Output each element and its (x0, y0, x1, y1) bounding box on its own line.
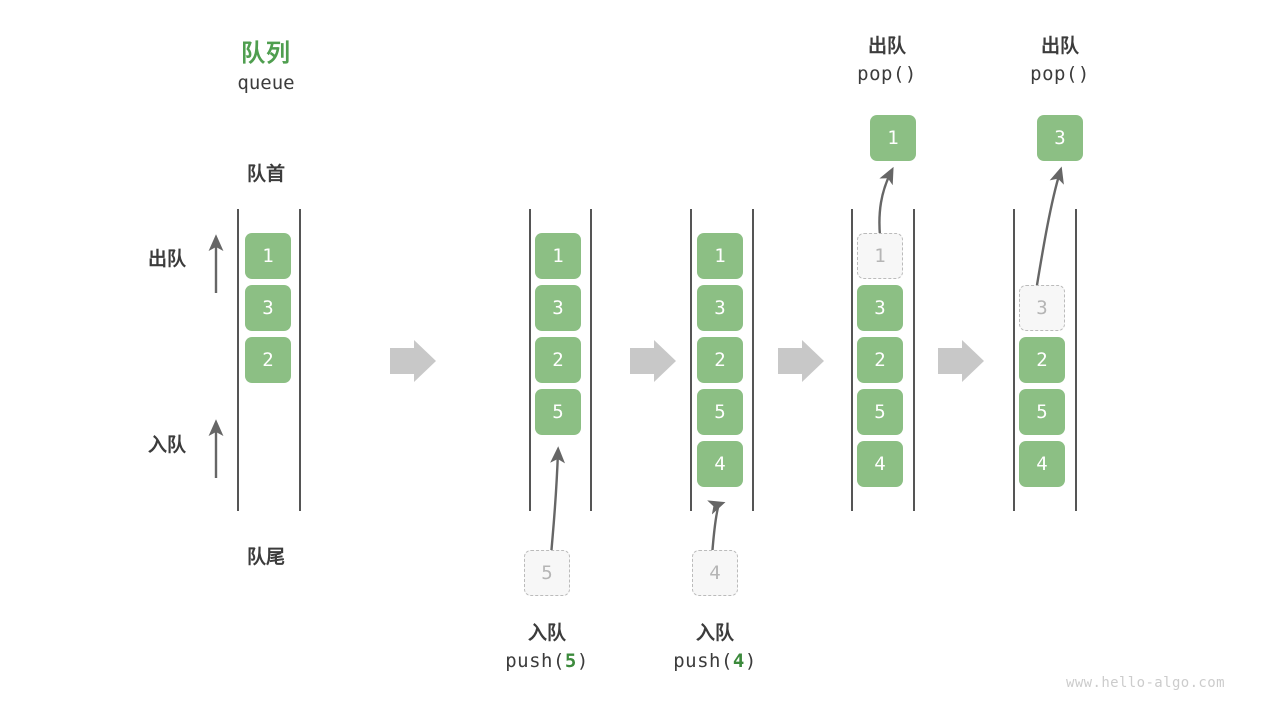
pop-1-caption-cn: 出队 (867, 36, 906, 57)
push-5-arrow (549, 446, 566, 557)
push-5-code-value: 5 (564, 649, 577, 672)
queue-cell: 5 (535, 389, 581, 435)
column-after-pop-1-rail-right (913, 209, 915, 511)
queue-cell: 4 (1019, 441, 1065, 487)
column-after-push-5-rail-left (529, 209, 531, 511)
push-4-caption: 入队 push(4) (635, 620, 795, 675)
queue-cell: 1 (245, 233, 291, 279)
push-5-caption-code: push(5) (467, 648, 627, 676)
queue-cell-removed: 3 (1019, 285, 1065, 331)
push-5-incoming-cell: 5 (524, 550, 570, 596)
dequeue-side-label: 出队 (148, 249, 187, 270)
queue-cell: 2 (697, 337, 743, 383)
queue-cell: 1 (697, 233, 743, 279)
step-arrow-1 (390, 340, 436, 382)
pop-3-caption-cn: 出队 (1040, 36, 1079, 57)
step-arrow-3 (778, 340, 824, 382)
page-title: 队列 (241, 40, 291, 67)
queue-cell: 5 (697, 389, 743, 435)
push-4-incoming-cell: 4 (692, 550, 738, 596)
pop-3-caption-code: pop() (1030, 62, 1090, 85)
queue-rear-label: 队尾 (246, 547, 285, 568)
queue-cell: 5 (857, 389, 903, 435)
column-after-push-4-rail-right (752, 209, 754, 511)
column-after-pop-3-rail-left (1013, 209, 1015, 511)
queue-cell: 2 (535, 337, 581, 383)
pop-1-caption-code: pop() (857, 62, 917, 85)
push-4-caption-code: push(4) (635, 648, 795, 676)
queue-cell: 3 (857, 285, 903, 331)
pop-3-caption: 出队 pop() (985, 33, 1135, 88)
watermark: www.hello-algo.com (1066, 675, 1225, 691)
queue-front-label: 队首 (246, 164, 285, 185)
pop-1-arrow (878, 166, 894, 237)
push-5-caption-cn: 入队 (527, 623, 566, 644)
column-after-push-4-rail-left (690, 209, 692, 511)
queue-cell: 3 (245, 285, 291, 331)
column-initial-rail-right (299, 209, 301, 511)
queue-cell: 3 (535, 285, 581, 331)
push-4-code-prefix: push( (673, 649, 733, 672)
pop-3-result-cell: 3 (1037, 115, 1083, 161)
queue-cell: 2 (1019, 337, 1065, 383)
queue-cell-removed: 1 (857, 233, 903, 279)
page-subtitle: queue (237, 72, 295, 94)
step-arrow-4 (938, 340, 984, 382)
push-5-caption: 入队 push(5) (467, 620, 627, 675)
column-initial-rail-left (237, 209, 239, 511)
pop-1-caption: 出队 pop() (812, 33, 962, 88)
queue-cell: 4 (697, 441, 743, 487)
push-5-code-prefix: push( (505, 649, 565, 672)
push-4-caption-cn: 入队 (695, 623, 734, 644)
pop-1-result-cell: 1 (870, 115, 916, 161)
column-after-push-5-rail-right (590, 209, 592, 511)
queue-cell: 2 (245, 337, 291, 383)
enqueue-side-label: 入队 (148, 435, 187, 456)
queue-cell: 3 (697, 285, 743, 331)
push-5-code-suffix: ) (576, 649, 589, 672)
column-after-pop-1-rail-left (851, 209, 853, 511)
queue-cell: 1 (535, 233, 581, 279)
push-4-arrow (707, 500, 726, 557)
queue-cell: 4 (857, 441, 903, 487)
pop-3-arrow (1034, 166, 1064, 292)
queue-cell: 5 (1019, 389, 1065, 435)
push-4-code-value: 4 (732, 649, 745, 672)
queue-cell: 2 (857, 337, 903, 383)
column-after-pop-3-rail-right (1075, 209, 1077, 511)
step-arrow-2 (630, 340, 676, 382)
push-4-code-suffix: ) (744, 649, 757, 672)
